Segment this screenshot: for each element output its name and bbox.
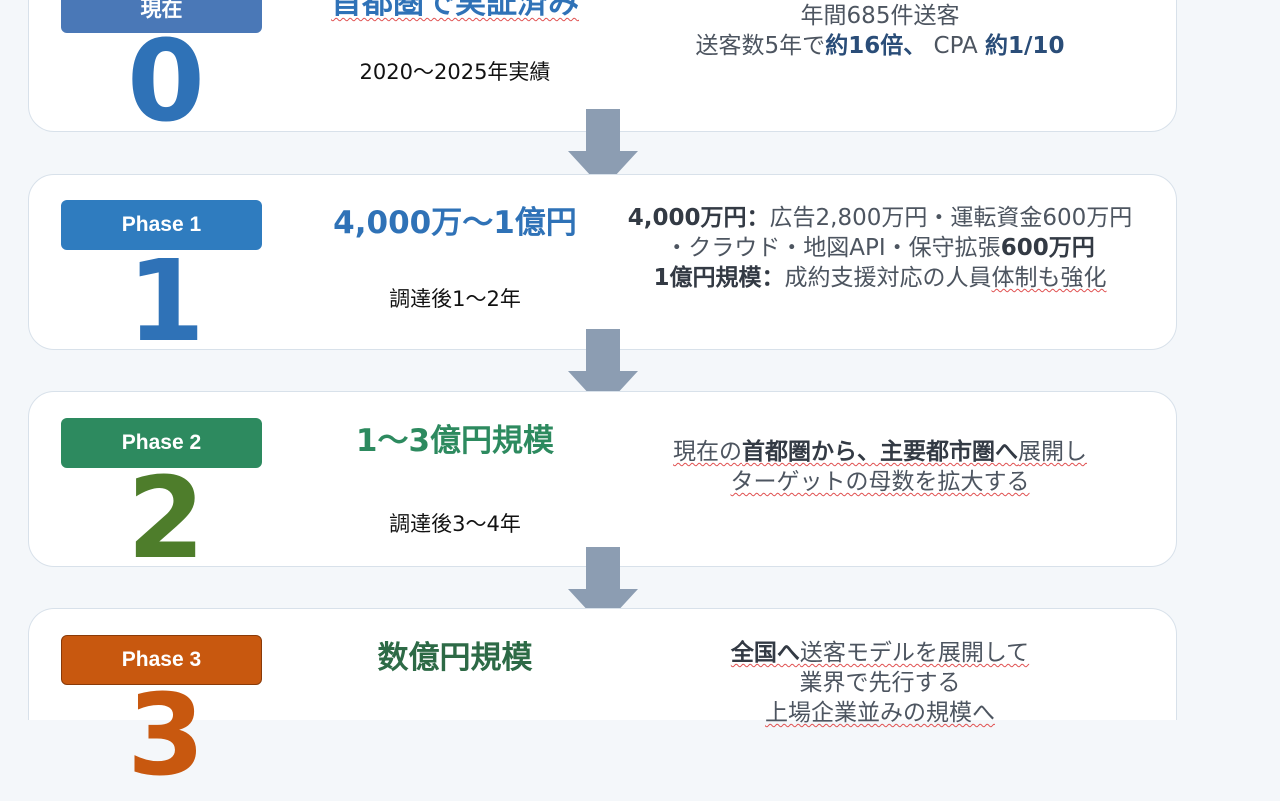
desc-emphasis: 1億円規模： [653, 265, 785, 291]
desc-line: 上場企業並みの規模へ [600, 698, 1160, 728]
phase-title-now-text: 首都圏で実証済み [331, 0, 579, 21]
badge-now: 現在 [61, 0, 262, 33]
desc-emphasis: 約16倍、 [825, 33, 927, 59]
phase-sub-2: 調達後3〜4年 [389, 512, 521, 536]
phase-number-0: 0 [127, 17, 205, 147]
desc-text: 送客数5年で [695, 33, 826, 59]
phase-title-2: 1〜3億円規模 [355, 423, 555, 459]
badge-phase-1: Phase 1 [61, 200, 262, 250]
phase-sub-1: 調達後1〜2年 [389, 287, 521, 311]
desc-text: ターゲットの母数を拡大する [730, 469, 1030, 495]
desc-line: 現在の首都圏から、主要都市圏へ展開し [600, 437, 1160, 467]
phase-title-now: 首都圏で実証済み [300, 0, 610, 19]
phase-sub-now: 2020〜2025年実績 [359, 60, 551, 84]
phase-title-3: 数億円規模 [377, 640, 533, 676]
phase-desc-now: 年間685件送客 送客数5年で約16倍、 CPA 約1/10 [600, 1, 1160, 61]
desc-text: 展開し [1018, 439, 1087, 465]
desc-line: ・クラウド・地図API・保守拡張600万円 [600, 233, 1160, 263]
desc-line: 年間685件送客 [800, 3, 960, 29]
desc-emphasis: 4,000万円： [627, 205, 770, 231]
desc-emphasis: 600万円 [1000, 235, 1095, 261]
phase-title-1: 4,000万〜1億円 [333, 205, 577, 241]
badge-phase-2: Phase 2 [61, 418, 262, 468]
desc-text: CPA [926, 33, 986, 59]
phase-desc-3: 全国へ送客モデルを展開して 業界で先行する 上場企業並みの規模へ [600, 638, 1160, 728]
down-arrow-icon [568, 547, 638, 627]
desc-line: ターゲットの母数を拡大する [600, 467, 1160, 497]
desc-text: 現在の [673, 439, 742, 465]
desc-emphasis: 約1/10 [985, 33, 1065, 59]
desc-text: 上場企業並みの規模へ [765, 700, 995, 726]
phase-number-2: 2 [127, 454, 205, 584]
desc-line: 送客数5年で約16倍、 CPA 約1/10 [600, 31, 1160, 61]
desc-line: 1億円規模：成約支援対応の人員体制も強化 [600, 263, 1160, 293]
badge-phase-3: Phase 3 [61, 635, 262, 685]
desc-text: 体制も強化 [991, 265, 1107, 291]
down-arrow-icon [568, 109, 638, 189]
desc-emphasis: 全国へ [730, 640, 800, 666]
phase-desc-2: 現在の首都圏から、主要都市圏へ展開し ターゲットの母数を拡大する [600, 437, 1160, 497]
phase-number-1: 1 [127, 237, 205, 367]
desc-emphasis: 首都圏から、主要都市圏へ [742, 439, 1018, 465]
desc-text: 成約支援対応の人員 [784, 265, 992, 291]
desc-line: 全国へ送客モデルを展開して [600, 638, 1160, 668]
desc-line: 業界で先行する [799, 670, 961, 696]
down-arrow-icon [568, 329, 638, 409]
desc-text: 広告2,800万円・運転資金600万円 [769, 205, 1133, 231]
phase-desc-1: 4,000万円：広告2,800万円・運転資金600万円 ・クラウド・地図API・… [600, 203, 1160, 293]
desc-text: ・クラウド・地図API・保守拡張 [665, 235, 1001, 261]
desc-line: 4,000万円：広告2,800万円・運転資金600万円 [600, 203, 1160, 233]
phase-number-3: 3 [127, 671, 205, 801]
desc-text: 送客モデルを展開して [799, 640, 1030, 666]
